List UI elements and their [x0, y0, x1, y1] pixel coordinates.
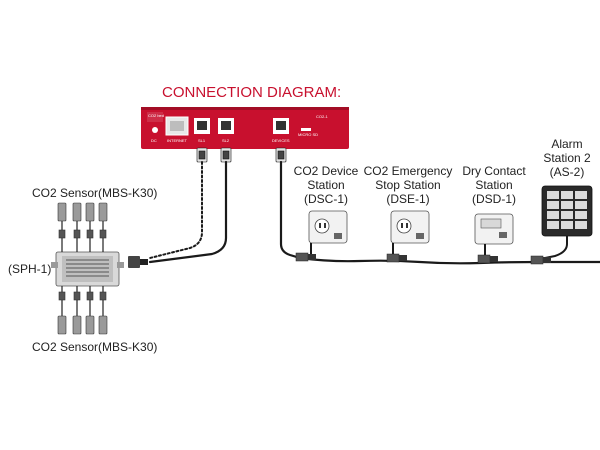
- micro-sd-slot: [301, 128, 311, 131]
- controller-plugs: [196, 147, 287, 163]
- hub-label: (SPH-1): [8, 262, 51, 276]
- device-dse-1-label-line3: (DSE-1): [386, 192, 429, 206]
- device-dse-1: [386, 210, 430, 263]
- controller-brand: CO2 bed: [148, 113, 164, 118]
- sph-1-hub: [51, 251, 148, 287]
- devices-cable-drop: [279, 160, 302, 260]
- device-as-2-label-line2: Station 2: [543, 151, 591, 165]
- sensor-group-top: [57, 202, 108, 252]
- device-as-2: [530, 185, 593, 265]
- port-label-sl2: SL2: [222, 138, 230, 143]
- device-as-2-label-line3: (AS-2): [550, 165, 585, 179]
- sl1-cable: [149, 161, 203, 259]
- device-dsc-1-label-line3: (DSC-1): [304, 192, 348, 206]
- device-dsc-1: [295, 210, 348, 262]
- device-dse-1-label-line2: Stop Station: [375, 178, 440, 192]
- dc-port: [152, 127, 158, 133]
- hub-output-plug: [128, 256, 140, 268]
- device-dsd-1-label-line2: Station: [475, 178, 512, 192]
- sensor-label-bottom: CO2 Sensor(MBS-K30): [32, 340, 157, 354]
- sensor-group-bottom: [57, 286, 108, 335]
- diagram-title: CONNECTION DIAGRAM:: [162, 84, 341, 101]
- device-dsd-1-label-line1: Dry Contact: [462, 164, 526, 178]
- sensor-label-top: CO2 Sensor(MBS-K30): [32, 186, 157, 200]
- controller-model: CO2-1: [316, 114, 329, 119]
- controller-unit: CO2 bed CO2-1 DC INTERNET SL1 SL2 DEVICE…: [141, 107, 349, 149]
- port-label-dc: DC: [151, 138, 157, 143]
- device-dsd-1-label-line3: (DSD-1): [472, 192, 516, 206]
- device-as-2-label-line1: Alarm: [551, 137, 582, 151]
- devices-bus-cable: [298, 256, 600, 265]
- port-label-internet: INTERNET: [167, 138, 188, 143]
- port-label-micro-sd: MICRO SD: [298, 132, 318, 137]
- device-dse-1-label-line1: CO2 Emergency: [364, 164, 453, 178]
- device-dsd-1: [474, 213, 514, 264]
- sl2-cable: [148, 160, 228, 264]
- port-label-devices: DEVICES: [272, 138, 290, 143]
- device-dsc-1-label-line2: Station: [307, 178, 344, 192]
- cables: [148, 160, 600, 265]
- device-dsc-1-label-line1: CO2 Device: [294, 164, 359, 178]
- port-label-sl1: SL1: [198, 138, 206, 143]
